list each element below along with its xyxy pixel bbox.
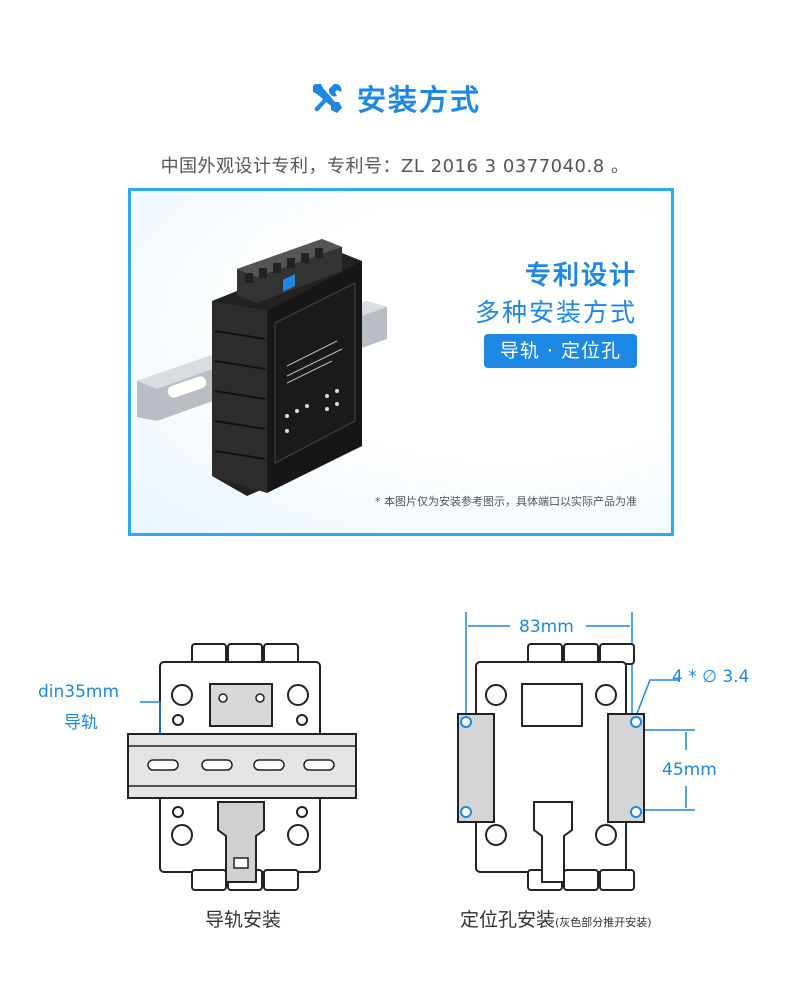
width-dimension-label: 83mm — [519, 617, 574, 637]
promo-title: 专利设计 — [524, 261, 637, 291]
mounting-hole-diagram — [457, 612, 695, 891]
din-annotation-line1: din35mm — [38, 682, 120, 702]
hole-mount-caption-note: (灰色部分推开安装) — [555, 916, 652, 929]
product-image-frame: 专利设计 多种安装方式 导轨 · 定位孔 * 本图片仅为安装参考图示，具体端口以… — [128, 188, 674, 536]
promo-subtitle: 多种安装方式 — [474, 298, 637, 327]
din-annotation-line2: 导轨 — [64, 713, 98, 733]
disclaimer-text: * 本图片仅为安装参考图示，具体端口以实际产品为准 — [375, 495, 637, 508]
section-title: 安装方式 — [356, 83, 481, 117]
din-rail-mount-diagram — [127, 643, 357, 891]
section-header: 安装方式 — [0, 76, 790, 120]
promo-badge: 导轨 · 定位孔 — [483, 334, 637, 368]
hole-mount-caption-text: 定位孔安装 — [460, 909, 556, 931]
hole-mount-caption: 定位孔安装(灰色部分推开安装) — [460, 905, 652, 932]
hole-dimension-label: 4 * ∅ 3.4 — [672, 667, 750, 687]
device-on-rail-image — [137, 239, 387, 496]
wrench-screwdriver-icon — [312, 83, 342, 113]
height-dimension-label: 45mm — [662, 760, 717, 780]
patent-text: 中国外观设计专利，专利号：ZL 2016 3 0377040.8 。 — [160, 156, 630, 177]
din-mount-caption: 导轨安装 — [205, 909, 282, 931]
